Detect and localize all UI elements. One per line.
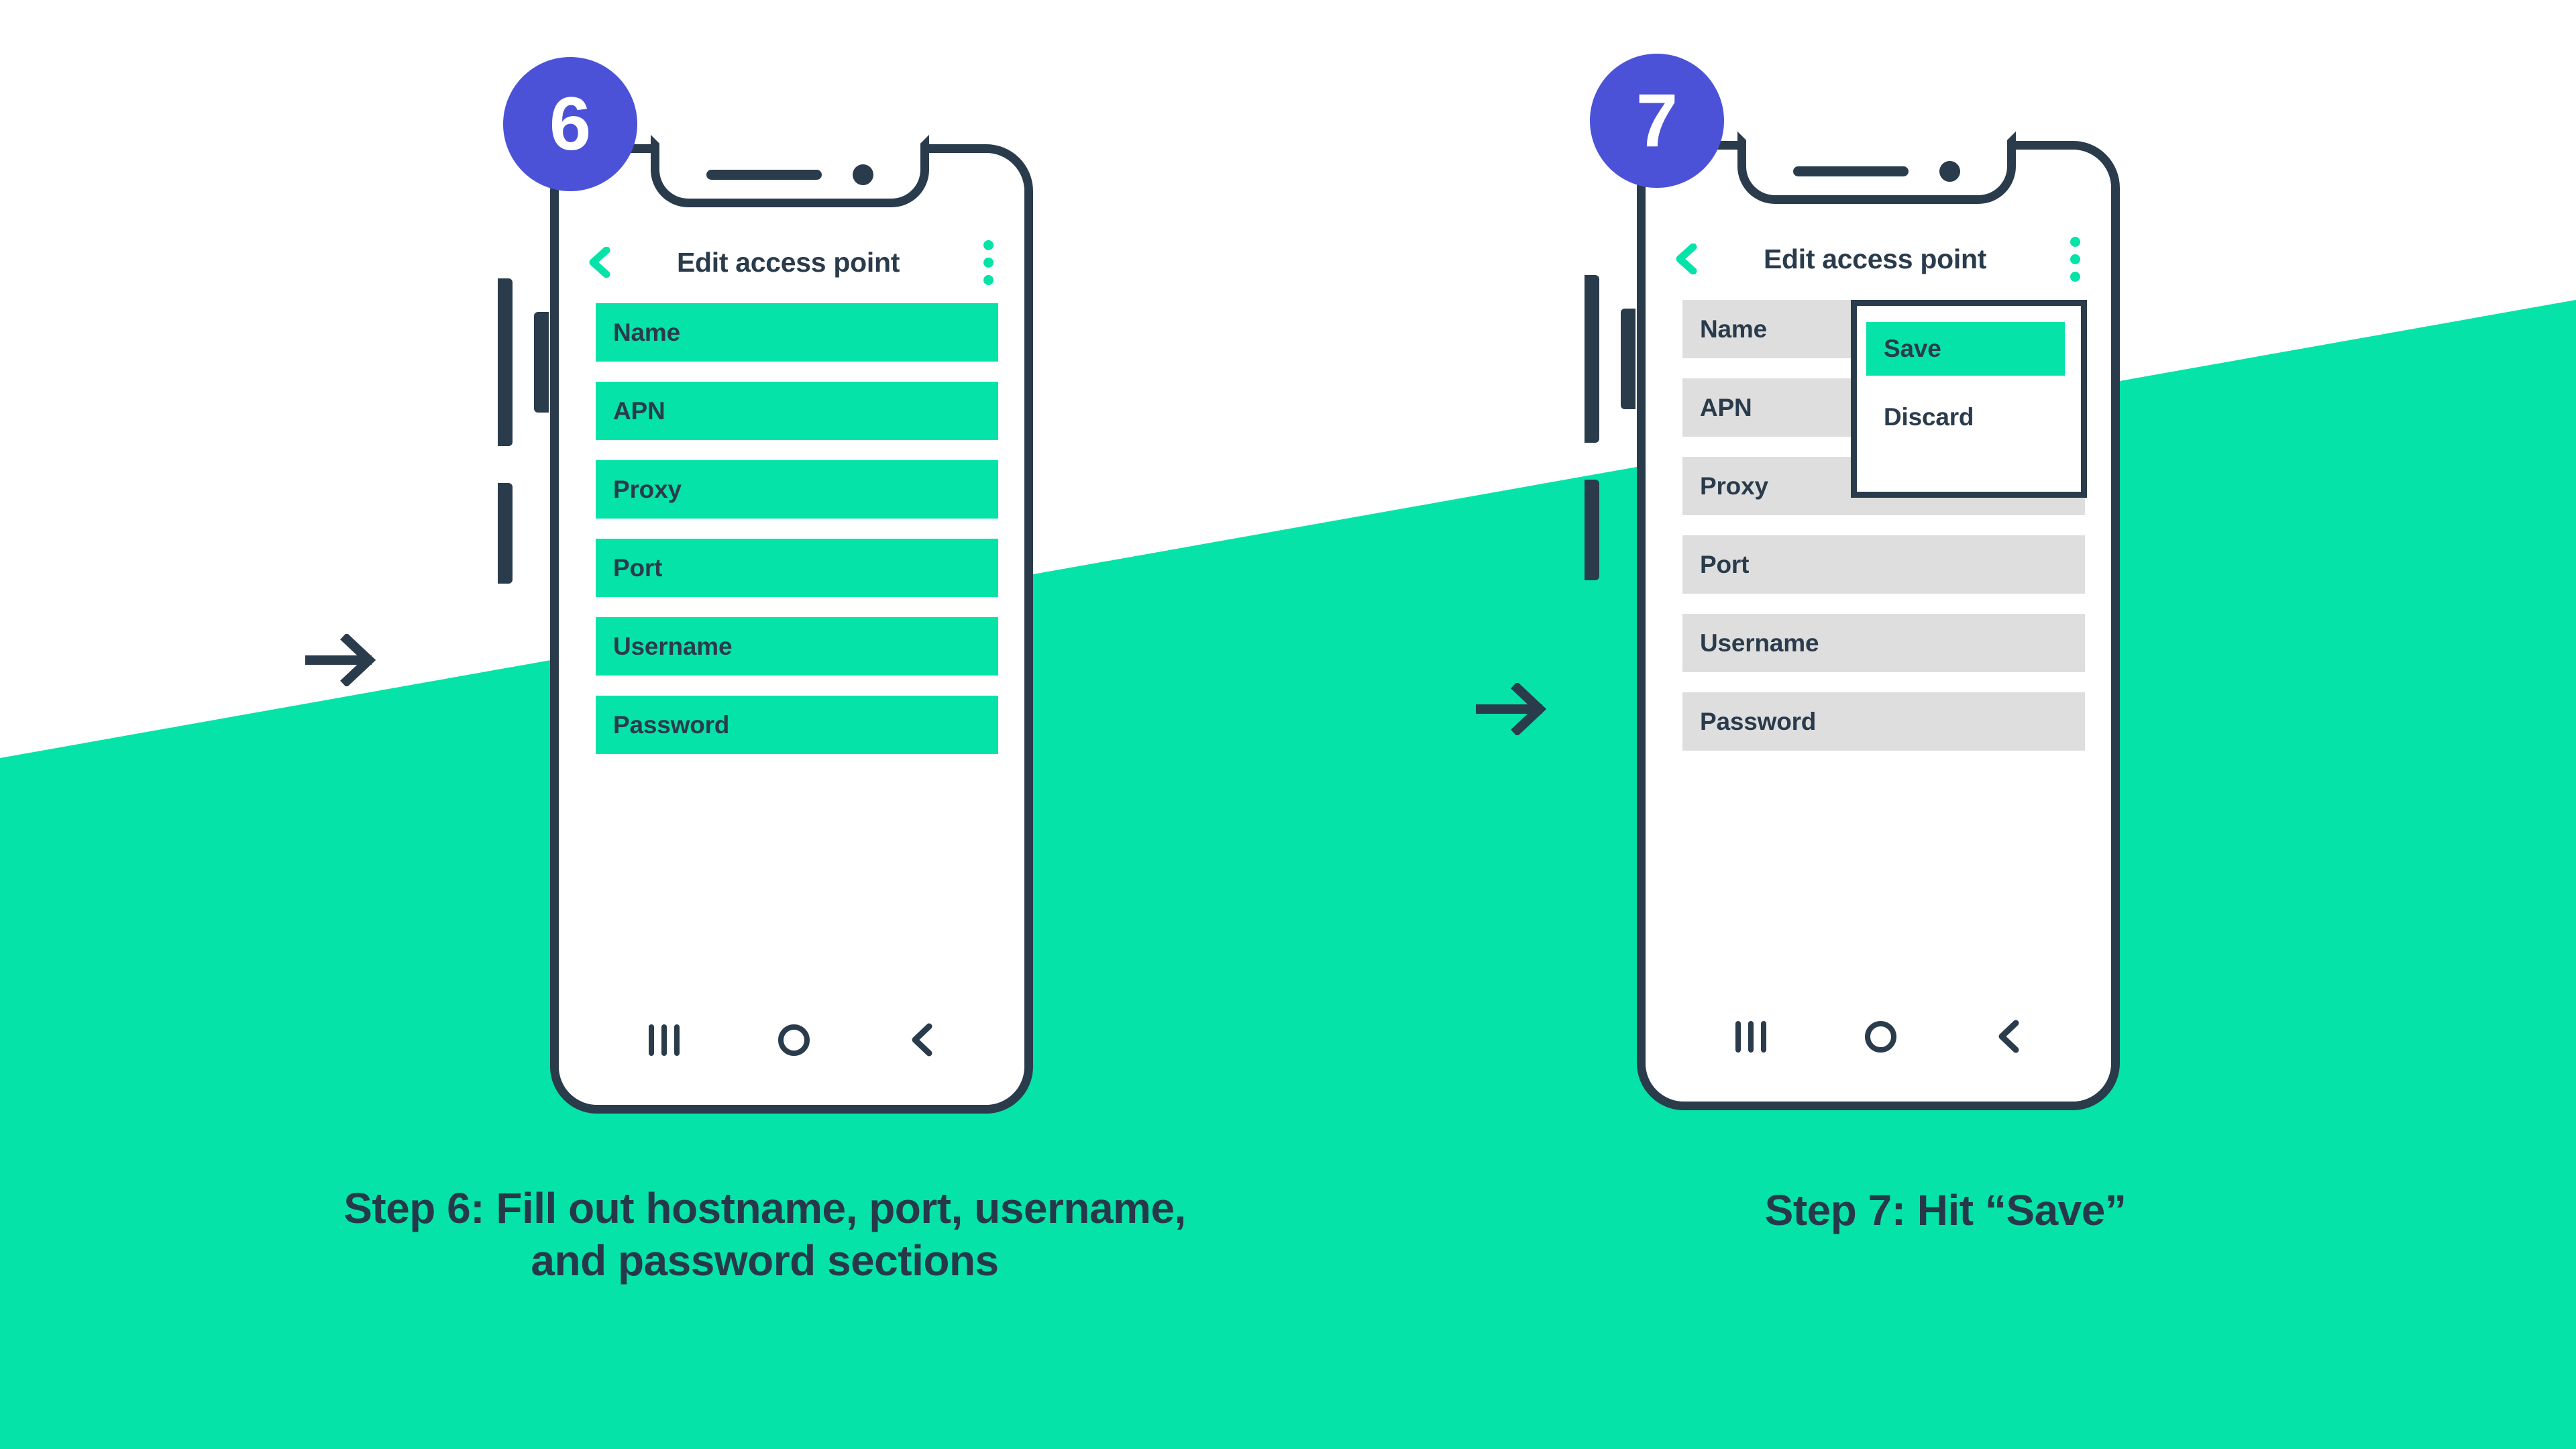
step-caption-6: Step 6: Fill out hostname, port, usernam…: [343, 1184, 1186, 1285]
menu-item-save[interactable]: Save: [1866, 322, 2065, 376]
step-caption-7: Step 7: Hit “Save”: [1764, 1186, 2127, 1234]
form-field-label: Name: [1700, 315, 1767, 343]
menu-item-label: Discard: [1884, 403, 1974, 431]
form-field-label: APN: [1700, 393, 1752, 421]
phone-notch: [1737, 131, 2016, 204]
form-field-proxy[interactable]: Proxy: [596, 460, 998, 519]
form-field-label: Port: [1700, 550, 1750, 578]
overflow-dropdown-menu: Save Discard: [1851, 300, 2087, 498]
overflow-menu-icon[interactable]: [968, 239, 1008, 285]
menu-item-label: Save: [1884, 335, 1941, 362]
form-field-label: Name: [613, 318, 680, 346]
home-circle-icon[interactable]: [1865, 1020, 1897, 1053]
phone-side-button-right-2[interactable]: [498, 483, 513, 584]
app-bar: Edit access point: [1646, 229, 2111, 289]
form-field-label: APN: [613, 396, 665, 425]
phone-side-button-right-2[interactable]: [1585, 480, 1599, 580]
form-field-label: Username: [1700, 629, 1819, 657]
form-field-password[interactable]: Password: [596, 696, 998, 754]
app-bar: Edit access point: [559, 232, 1024, 292]
page-title: Edit access point: [676, 246, 900, 278]
chevron-left-icon[interactable]: [909, 1023, 934, 1057]
phone-side-button-left[interactable]: [534, 312, 549, 413]
recents-icon[interactable]: [648, 1024, 680, 1056]
back-button[interactable]: [584, 247, 615, 278]
form-field-label: Username: [613, 632, 733, 660]
step-badge-7: 7: [1590, 54, 1724, 188]
phone-side-button-right-1[interactable]: [498, 278, 513, 446]
step-badge-number: 7: [1635, 78, 1678, 162]
phone-notch: [651, 135, 929, 207]
form-field-label: Proxy: [613, 475, 682, 503]
recents-icon[interactable]: [1735, 1020, 1766, 1053]
android-nav-bar: [1646, 1006, 2111, 1067]
home-circle-icon[interactable]: [778, 1024, 810, 1056]
form-field-port[interactable]: Port: [1682, 535, 2085, 594]
phone-screen: Edit access point Name APN Proxy Port: [1646, 150, 2111, 1102]
arrow-right-icon-step-6: [305, 634, 379, 686]
phone-screen: Edit access point Name APN Proxy Port: [559, 153, 1024, 1105]
form-field-username[interactable]: Username: [596, 617, 998, 676]
android-nav-bar: [559, 1010, 1024, 1070]
menu-item-discard[interactable]: Discard: [1866, 390, 2065, 444]
form-field-password[interactable]: Password: [1682, 692, 2085, 751]
step-badge-number: 6: [549, 82, 592, 166]
form-field-port[interactable]: Port: [596, 539, 998, 597]
form-field-list: Name APN Proxy Port Username Password: [596, 303, 998, 774]
speaker-bar-icon: [706, 169, 822, 180]
form-field-apn[interactable]: APN: [596, 382, 998, 440]
form-field-label: Proxy: [1700, 472, 1768, 500]
front-camera-icon: [853, 164, 873, 185]
front-camera-icon: [1939, 160, 1960, 182]
phone-side-button-left[interactable]: [1621, 309, 1635, 409]
form-field-username[interactable]: Username: [1682, 614, 2085, 672]
speaker-bar-icon: [1793, 166, 1909, 176]
page-title: Edit access point: [1763, 243, 1987, 274]
back-button[interactable]: [1671, 244, 1702, 274]
step-badge-6: 6: [503, 57, 637, 191]
form-field-label: Password: [613, 710, 730, 739]
form-field-name[interactable]: Name: [596, 303, 998, 362]
form-field-label: Password: [1700, 707, 1817, 735]
chevron-left-icon[interactable]: [1996, 1020, 2021, 1053]
arrow-right-icon-step-7: [1476, 683, 1550, 735]
overflow-menu-icon[interactable]: [2055, 236, 2095, 282]
form-field-label: Port: [613, 553, 663, 582]
phone-side-button-right-1[interactable]: [1585, 275, 1599, 443]
